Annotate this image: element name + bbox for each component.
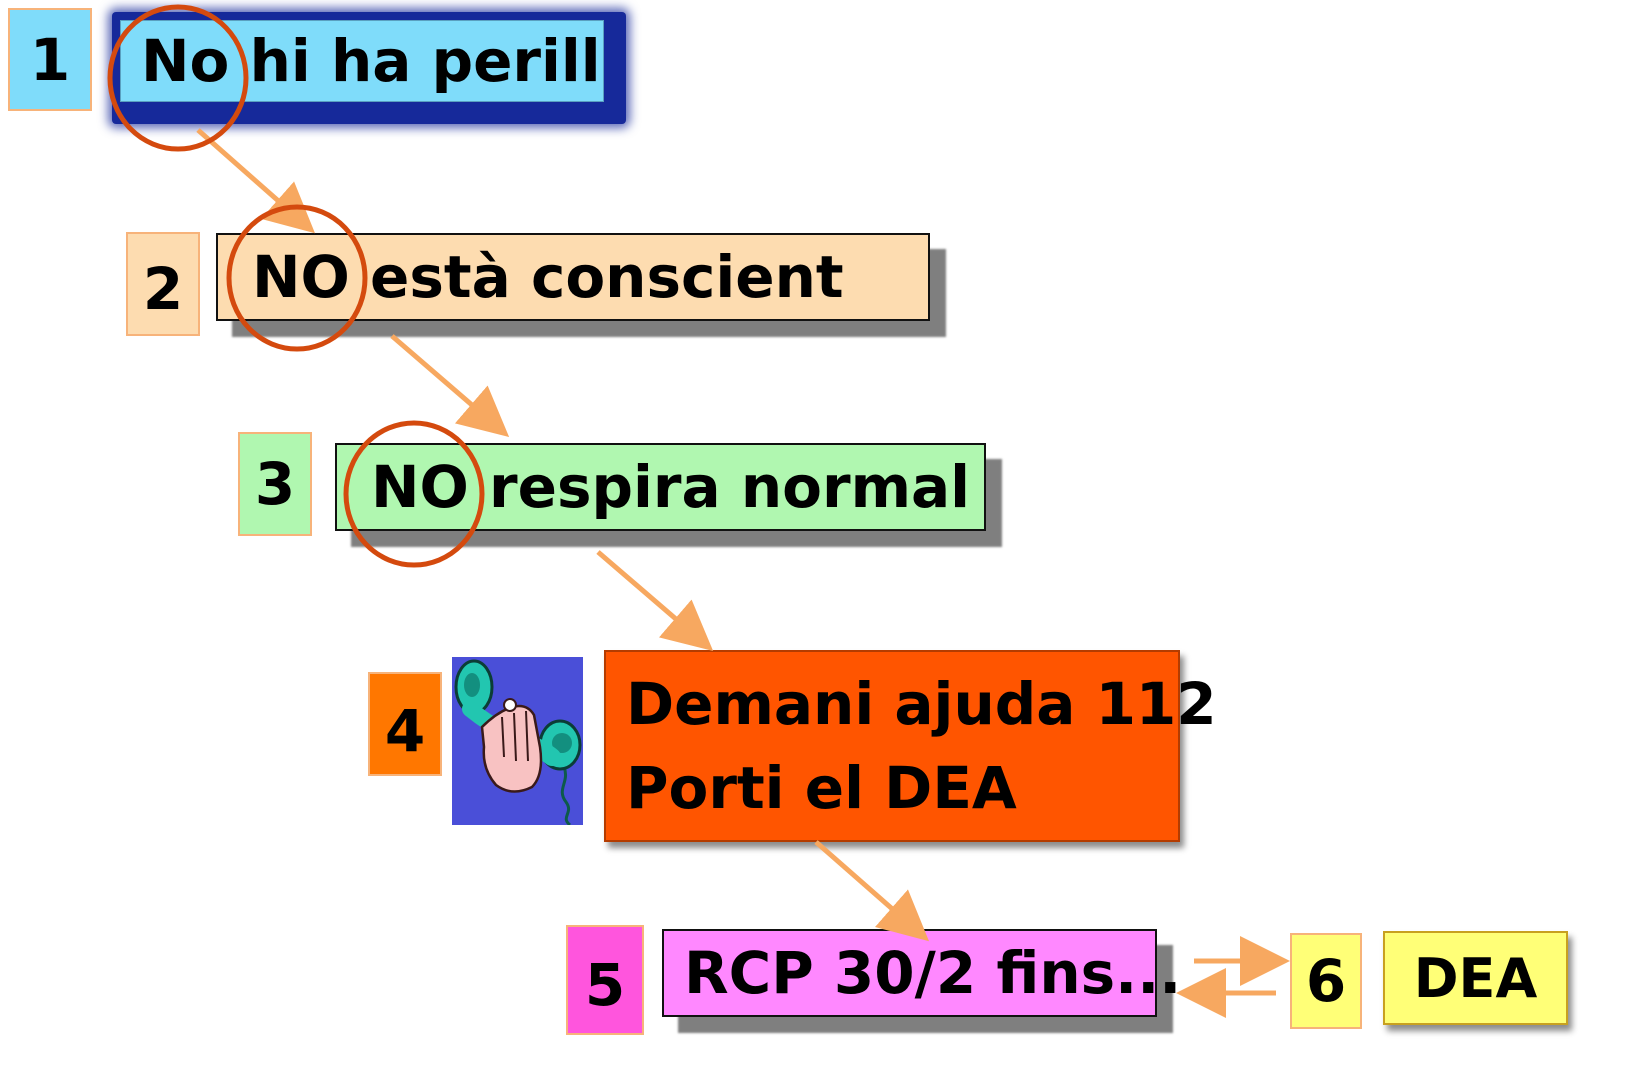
highlight-circle-2: [226, 204, 368, 352]
highlight-circle-1: [107, 4, 249, 152]
step-1-text: No hi ha perill: [141, 27, 601, 95]
step-6-text: DEA: [1413, 946, 1538, 1010]
step-3-number: 3: [238, 432, 312, 536]
step-2-text: NO està conscient: [252, 243, 844, 311]
step-4-number: 4: [368, 672, 442, 776]
step-4-line2: Porti el DEA: [626, 754, 1017, 822]
telephone-handset-icon: [452, 657, 583, 827]
arrow-3-to-4: [596, 550, 714, 652]
step-4-line1: Demani ajuda 112: [626, 669, 1217, 738]
step-5-text: RCP 30/2 fins...: [684, 939, 1182, 1007]
step-6-box: DEA: [1383, 931, 1568, 1025]
arrow-2-to-3: [390, 334, 510, 438]
step-1-number: 1: [8, 8, 92, 111]
arrow-1-to-2: [196, 128, 315, 234]
step-1-box: No hi ha perill: [120, 20, 604, 102]
step-5-number: 5: [566, 925, 644, 1035]
step-2-number: 2: [126, 232, 200, 336]
step-2-box: NO està conscient: [216, 233, 930, 321]
step-4-box: Demani ajuda 112 Porti el DEA: [604, 650, 1217, 842]
arrow-4-to-5: [814, 840, 930, 942]
step-5-box: RCP 30/2 fins...: [662, 929, 1181, 1017]
step-6-number: 6: [1290, 933, 1362, 1029]
step-3-text: NO respira normal: [371, 453, 971, 521]
highlight-circle-3: [343, 420, 485, 568]
step-3-box: NO respira normal: [335, 443, 986, 531]
